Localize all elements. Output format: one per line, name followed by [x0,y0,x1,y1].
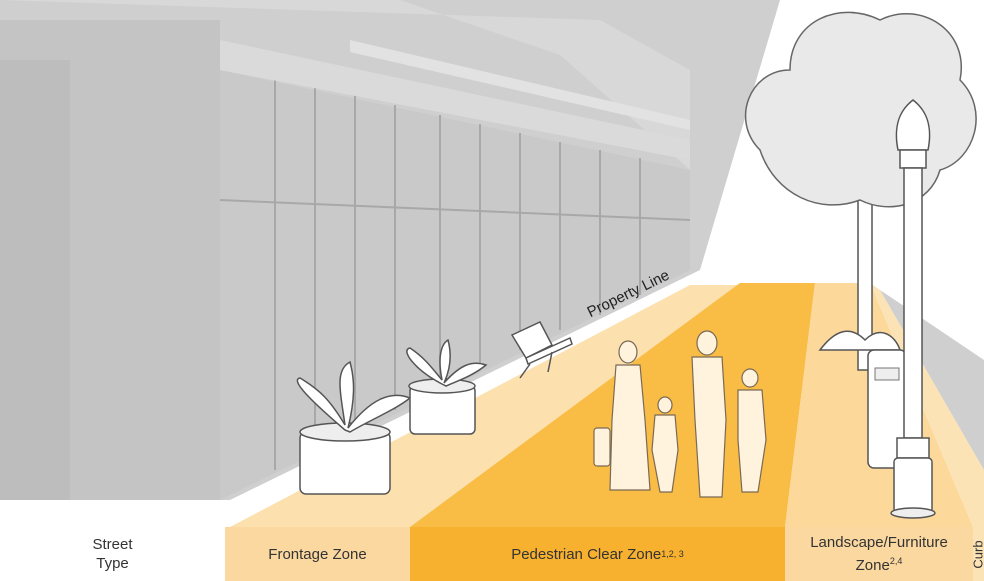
building [0,0,780,500]
landscape-zone-line1: Landscape/Furniture [810,534,948,551]
landscape-furniture-zone-label: Landscape/Furniture Zone2,4 [785,527,973,581]
frontage-zone-text: Frontage Zone [268,545,367,563]
landscape-zone-line2: Zone [855,557,890,574]
curb-text: Curb [973,539,984,569]
pedestrians-family [593,330,767,498]
curb-surface [870,283,984,527]
street-type-label: Street Type [0,527,225,581]
curb-label: Curb [973,527,984,581]
frontage-zone-label: Frontage Zone [225,527,410,581]
bench [510,321,573,379]
landscape-zone-footnote: 2,4 [889,556,903,566]
planter-large [296,360,412,495]
street-type-line1: Street [92,536,133,553]
pedestrian-zone-footnote: 1,2, 3 [661,548,684,559]
planter-small [406,338,488,435]
pedestrian-zone-text: Pedestrian Clear Zone [511,545,662,563]
lamp-post [890,99,936,519]
street-type-line2: Type [96,555,129,572]
